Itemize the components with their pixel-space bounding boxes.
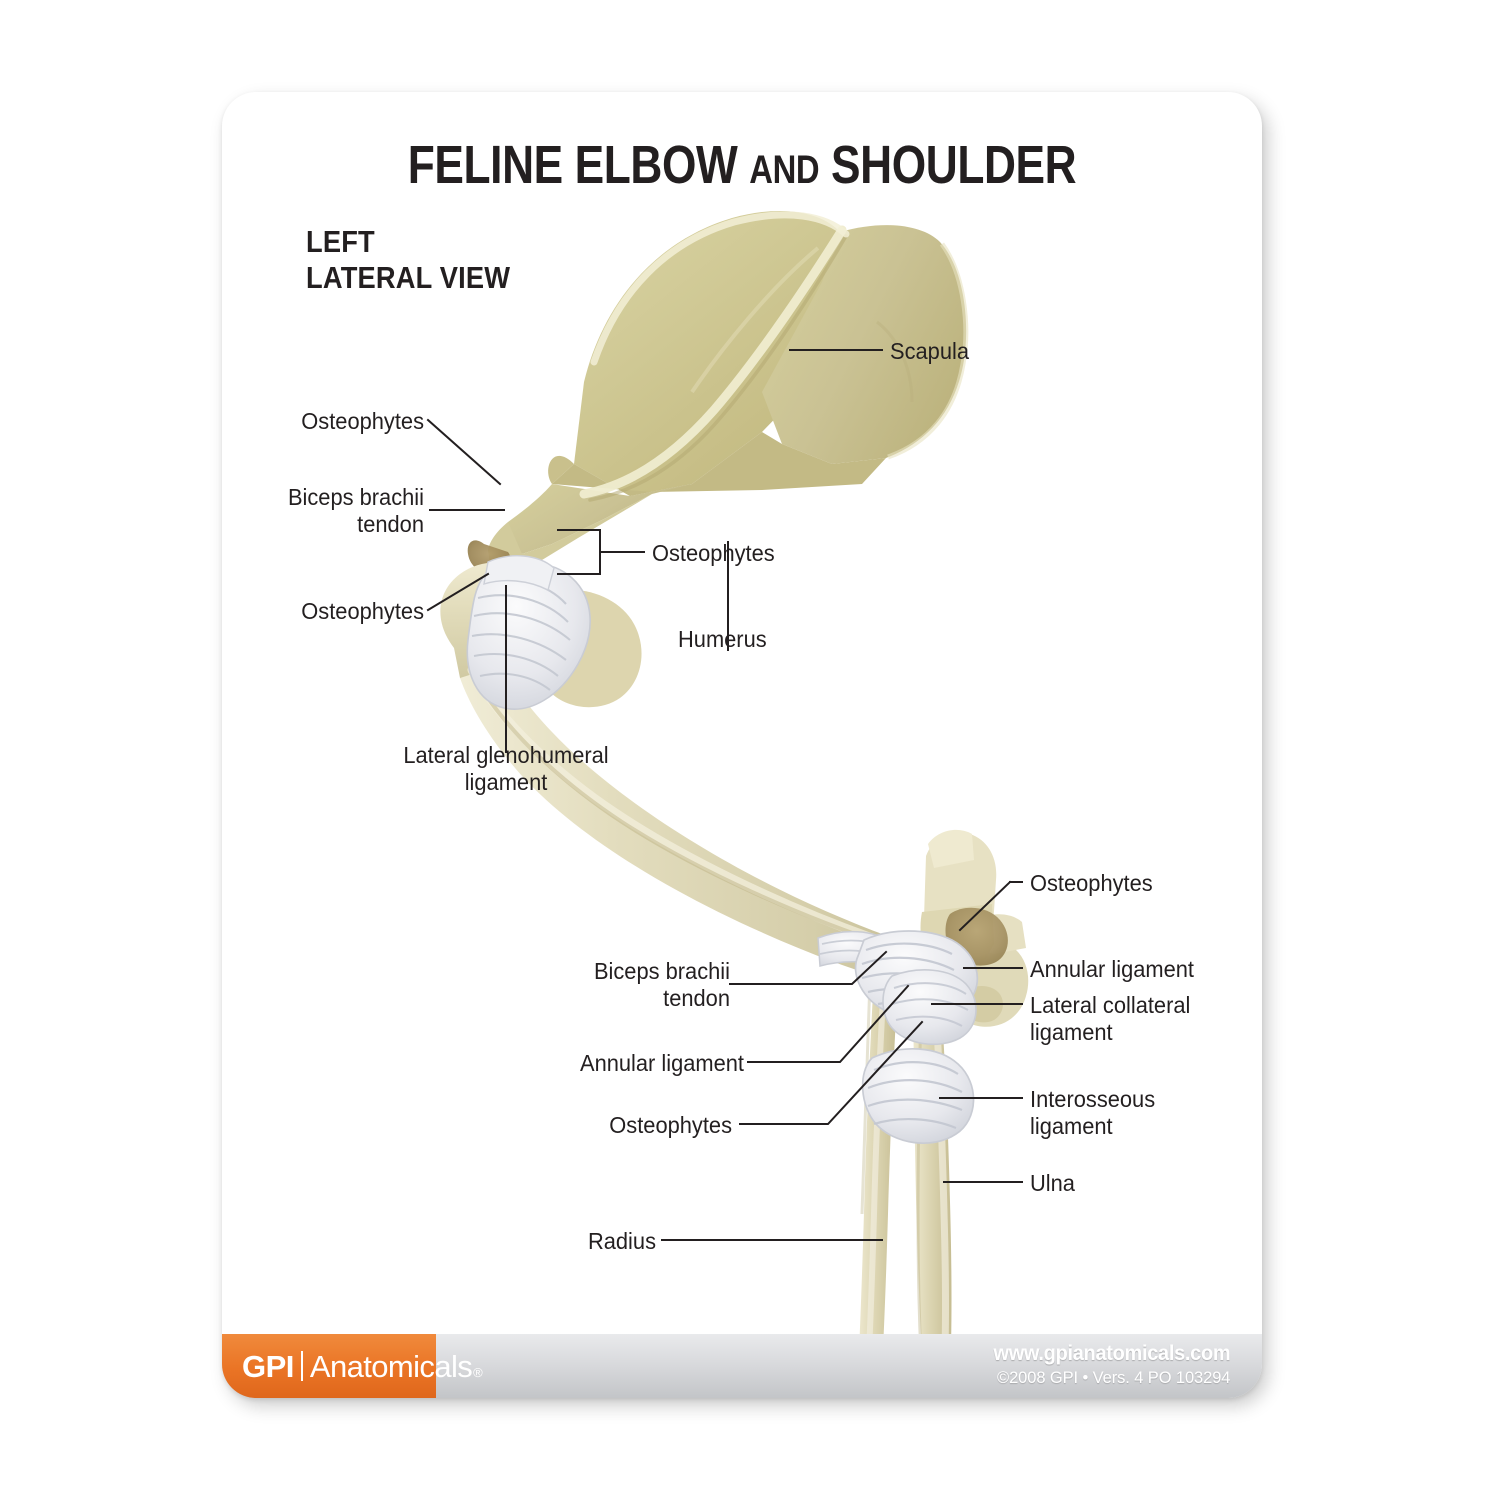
- leader-lines: [426, 349, 1023, 1241]
- brand-logo-block: GPI Anatomicals ®: [222, 1334, 483, 1398]
- title-and: AND: [749, 148, 820, 192]
- footer-bar: GPI Anatomicals ® www.gpianatomicals.com…: [222, 1334, 1262, 1398]
- label-ulna: Ulna: [1030, 1170, 1075, 1196]
- anatomy-card: FELINE ELBOW AND SHOULDER LEFT LATERAL V…: [222, 92, 1262, 1398]
- leader-biceps-tendon-elbow: [729, 950, 888, 985]
- label-biceps-brachii-tendon-elbow: Biceps brachii tendon: [593, 958, 730, 1011]
- copyright-text: ©2008 GPI • Vers. 4 PO 103294: [996, 1368, 1230, 1387]
- gpi-anatomicals-logo: GPI Anatomicals ®: [242, 1347, 483, 1385]
- title-tail: SHOULDER: [819, 135, 1077, 195]
- shoulder-ligament-group: [466, 555, 591, 710]
- view-line-1: LEFT: [306, 224, 375, 259]
- leader-osteophytes-elbow-left: [739, 1020, 924, 1125]
- label-radius: Radius: [587, 1228, 656, 1254]
- label-osteophytes-lower-left: Osteophytes: [301, 598, 424, 624]
- label-annular-ligament-left: Annular ligament: [579, 1050, 744, 1076]
- label-annular-ligament-right: Annular ligament: [1030, 956, 1195, 982]
- label-lateral-glenohumeral-ligament: Lateral glenohumeral ligament: [403, 742, 609, 795]
- view-orientation-label: LEFT LATERAL VIEW: [306, 224, 510, 297]
- page-title: FELINE ELBOW AND SHOULDER: [316, 134, 1169, 196]
- label-humerus: Humerus: [678, 626, 767, 652]
- view-line-2: LATERAL VIEW: [306, 260, 511, 296]
- elbow-ligament-group: [817, 930, 979, 1145]
- leader-annular-left: [747, 984, 910, 1063]
- website-url[interactable]: www.gpianatomicals.com: [993, 1342, 1230, 1365]
- title-main: FELINE ELBOW: [407, 135, 750, 195]
- label-osteophytes-elbow-right: Osteophytes: [1030, 870, 1153, 896]
- logo-gpi-text: GPI: [242, 1349, 294, 1384]
- logo-divider: [300, 1351, 303, 1381]
- anatomy-illustration: [426, 210, 1029, 1396]
- logo-anatomicals-text: Anatomicals: [309, 1349, 473, 1384]
- label-scapula: Scapula: [890, 338, 969, 364]
- footer-info: www.gpianatomicals.com ©2008 GPI • Vers.…: [981, 1342, 1230, 1388]
- scapula-bone: [488, 210, 969, 572]
- label-lateral-collateral-ligament: Lateral collateral ligament: [1030, 992, 1191, 1045]
- label-osteophytes-bracket: Osteophytes: [652, 540, 775, 566]
- registered-trademark-icon: ®: [473, 1365, 483, 1380]
- label-osteophytes-upper-left: Osteophytes: [301, 408, 424, 434]
- label-interosseous-ligament: Interosseous ligament: [1030, 1086, 1156, 1139]
- label-biceps-brachii-tendon-shoulder: Biceps brachii tendon: [287, 484, 424, 537]
- leader-osteophytes-lower-left: [426, 572, 490, 612]
- leader-osteophytes-upper-left: [426, 418, 502, 486]
- label-osteophytes-elbow-left: Osteophytes: [609, 1112, 732, 1138]
- leader-osteophytes-elbow-right: [958, 880, 1012, 932]
